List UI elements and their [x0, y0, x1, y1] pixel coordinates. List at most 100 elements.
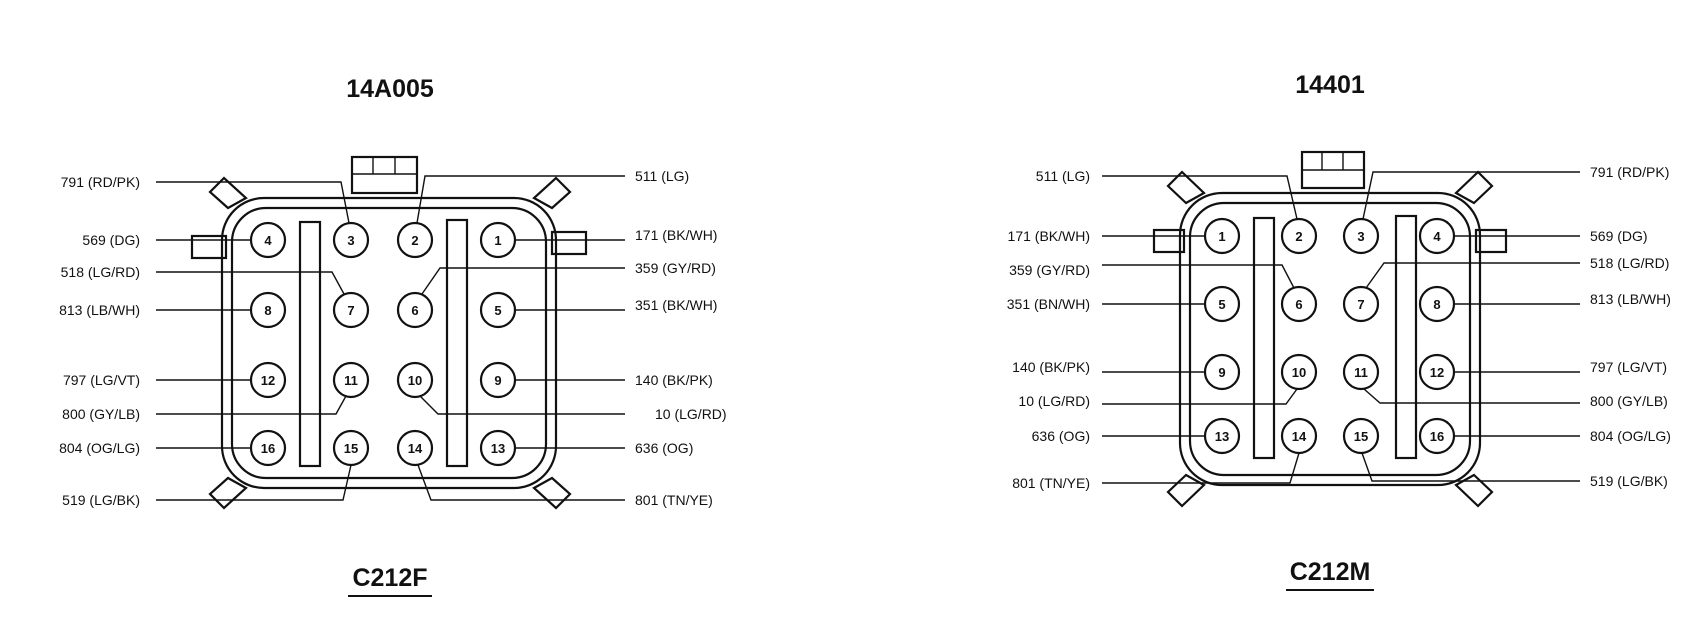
- wire-label-left-4: 569 (DG): [82, 232, 140, 248]
- wire-label-left-7: 518 (LG/RD): [61, 264, 140, 280]
- pin-right-16: 16: [1418, 417, 1456, 455]
- wire-label-right-8: 813 (LB/WH): [1590, 291, 1671, 307]
- wire-label-left-15: 519 (LG/BK): [62, 492, 140, 508]
- svg-text:13: 13: [1215, 429, 1229, 444]
- wire-label-left-11: 800 (GY/LB): [62, 406, 140, 422]
- pin-right-6: 6: [1280, 285, 1318, 323]
- svg-text:10: 10: [1292, 365, 1306, 380]
- svg-text:12: 12: [1430, 365, 1444, 380]
- wire-label-left-16: 804 (OG/LG): [59, 440, 140, 456]
- svg-text:16: 16: [261, 441, 275, 456]
- svg-text:9: 9: [494, 373, 501, 388]
- pin-right-15: 15: [1342, 417, 1380, 455]
- wire-label-right-12: 797 (LG/VT): [1590, 359, 1667, 375]
- svg-text:2: 2: [1295, 229, 1302, 244]
- svg-text:1: 1: [494, 233, 501, 248]
- svg-text:4: 4: [264, 233, 272, 248]
- pin-right-7: 7: [1342, 285, 1380, 323]
- pin-left-2: 2: [396, 221, 434, 259]
- wire-label-left-2: 511 (LG): [635, 168, 689, 184]
- svg-text:13: 13: [491, 441, 505, 456]
- pin-left-8: 8: [249, 291, 287, 329]
- pin-right-2: 2: [1280, 217, 1318, 255]
- pin-right-11: 11: [1342, 353, 1380, 391]
- pin-right-8: 8: [1418, 285, 1456, 323]
- pin-left-10: 10: [396, 361, 434, 399]
- wire-label-right-11: 800 (GY/LB): [1590, 393, 1668, 409]
- part-number-left: 14A005: [346, 75, 434, 103]
- svg-text:9: 9: [1218, 365, 1225, 380]
- pin-left-13: 13: [479, 429, 517, 467]
- svg-text:16: 16: [1430, 429, 1444, 444]
- part-number-right: 14401: [1295, 71, 1365, 99]
- svg-text:14: 14: [1292, 429, 1307, 444]
- housing-right: [1152, 170, 1508, 508]
- pin-left-3: 3: [332, 221, 370, 259]
- svg-text:7: 7: [1357, 297, 1364, 312]
- wire-label-left-5: 351 (BK/WH): [635, 297, 717, 313]
- wire-label-right-7: 518 (LG/RD): [1590, 255, 1669, 271]
- connector-right: 14401 1 2 3 4 5 6 7 8 9: [1007, 71, 1671, 591]
- wire-label-right-10: 10 (LG/RD): [1018, 393, 1090, 409]
- svg-text:6: 6: [411, 303, 418, 318]
- pin-left-16: 16: [249, 429, 287, 467]
- latch-right: [1300, 150, 1366, 190]
- wire-label-left-1: 171 (BK/WH): [635, 227, 717, 243]
- svg-text:14: 14: [408, 441, 423, 456]
- pin-left-11: 11: [332, 361, 370, 399]
- wire-label-right-5: 351 (BN/WH): [1007, 296, 1090, 312]
- wire-label-right-14: 801 (TN/YE): [1012, 475, 1090, 491]
- svg-text:11: 11: [1354, 365, 1368, 380]
- pin-right-9: 9: [1203, 353, 1241, 391]
- pin-left-15: 15: [332, 429, 370, 467]
- pin-left-12: 12: [249, 361, 287, 399]
- latch-left: [350, 155, 419, 195]
- pin-right-4: 4: [1418, 217, 1456, 255]
- pin-left-9: 9: [479, 361, 517, 399]
- connector-id-left: C212F: [352, 564, 427, 592]
- pin-right-1: 1: [1203, 217, 1241, 255]
- pin-right-5: 5: [1203, 285, 1241, 323]
- pin-right-14: 14: [1280, 417, 1318, 455]
- svg-text:11: 11: [344, 373, 358, 388]
- pin-left-1: 1: [479, 221, 517, 259]
- wire-label-right-6: 359 (GY/RD): [1009, 262, 1090, 278]
- svg-text:10: 10: [408, 373, 422, 388]
- wire-label-left-6: 359 (GY/RD): [635, 260, 716, 276]
- wire-label-right-4: 569 (DG): [1590, 228, 1648, 244]
- wire-label-left-9: 140 (BK/PK): [635, 372, 713, 388]
- wire-label-left-12: 797 (LG/VT): [63, 372, 140, 388]
- wire-label-right-3: 791 (RD/PK): [1590, 164, 1669, 180]
- svg-text:8: 8: [1433, 297, 1440, 312]
- svg-text:5: 5: [1218, 297, 1225, 312]
- wire-label-left-13: 636 (OG): [635, 440, 693, 456]
- connector-id-right: C212M: [1290, 558, 1371, 586]
- svg-text:5: 5: [494, 303, 501, 318]
- wire-label-left-3: 791 (RD/PK): [61, 174, 140, 190]
- svg-text:3: 3: [1357, 229, 1364, 244]
- wire-label-right-1: 171 (BK/WH): [1008, 228, 1090, 244]
- pin-right-13: 13: [1203, 417, 1241, 455]
- wire-label-right-2: 511 (LG): [1036, 168, 1090, 184]
- pin-right-3: 3: [1342, 217, 1380, 255]
- pin-left-7: 7: [332, 291, 370, 329]
- wire-label-right-15: 519 (LG/BK): [1590, 473, 1668, 489]
- svg-text:2: 2: [411, 233, 418, 248]
- wire-label-right-13: 636 (OG): [1032, 428, 1090, 444]
- svg-text:3: 3: [347, 233, 354, 248]
- wire-label-right-9: 140 (BK/PK): [1012, 359, 1090, 375]
- wire-label-left-10: 10 (LG/RD): [655, 406, 727, 422]
- svg-text:12: 12: [261, 373, 275, 388]
- svg-text:1: 1: [1218, 229, 1225, 244]
- wire-label-left-8: 813 (LB/WH): [59, 302, 140, 318]
- pin-left-5: 5: [479, 291, 517, 329]
- pin-left-14: 14: [396, 429, 434, 467]
- pin-left-6: 6: [396, 291, 434, 329]
- wire-label-left-14: 801 (TN/YE): [635, 492, 713, 508]
- svg-text:8: 8: [264, 303, 271, 318]
- svg-text:15: 15: [1354, 429, 1368, 444]
- pin-left-4: 4: [249, 221, 287, 259]
- svg-text:7: 7: [347, 303, 354, 318]
- connector-left: 14A005 4 3 2 1 8 7: [59, 75, 727, 597]
